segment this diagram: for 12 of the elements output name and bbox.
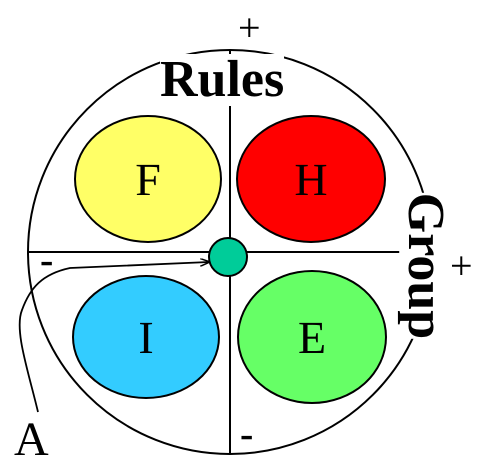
minus-sign: - bbox=[40, 240, 54, 280]
minus-sign: - bbox=[240, 414, 254, 454]
plus-sign: + bbox=[450, 246, 473, 286]
quadrant-letter: F bbox=[135, 152, 161, 206]
quadrant-letter: E bbox=[298, 310, 326, 364]
center-circle bbox=[208, 237, 248, 277]
arrow bbox=[18, 258, 211, 412]
point-label: A bbox=[14, 416, 49, 464]
quadrant-letter: I bbox=[138, 310, 154, 364]
axis-label: Rules bbox=[160, 54, 284, 106]
plus-sign: + bbox=[238, 8, 261, 48]
quadrant-letter: H bbox=[294, 152, 328, 206]
